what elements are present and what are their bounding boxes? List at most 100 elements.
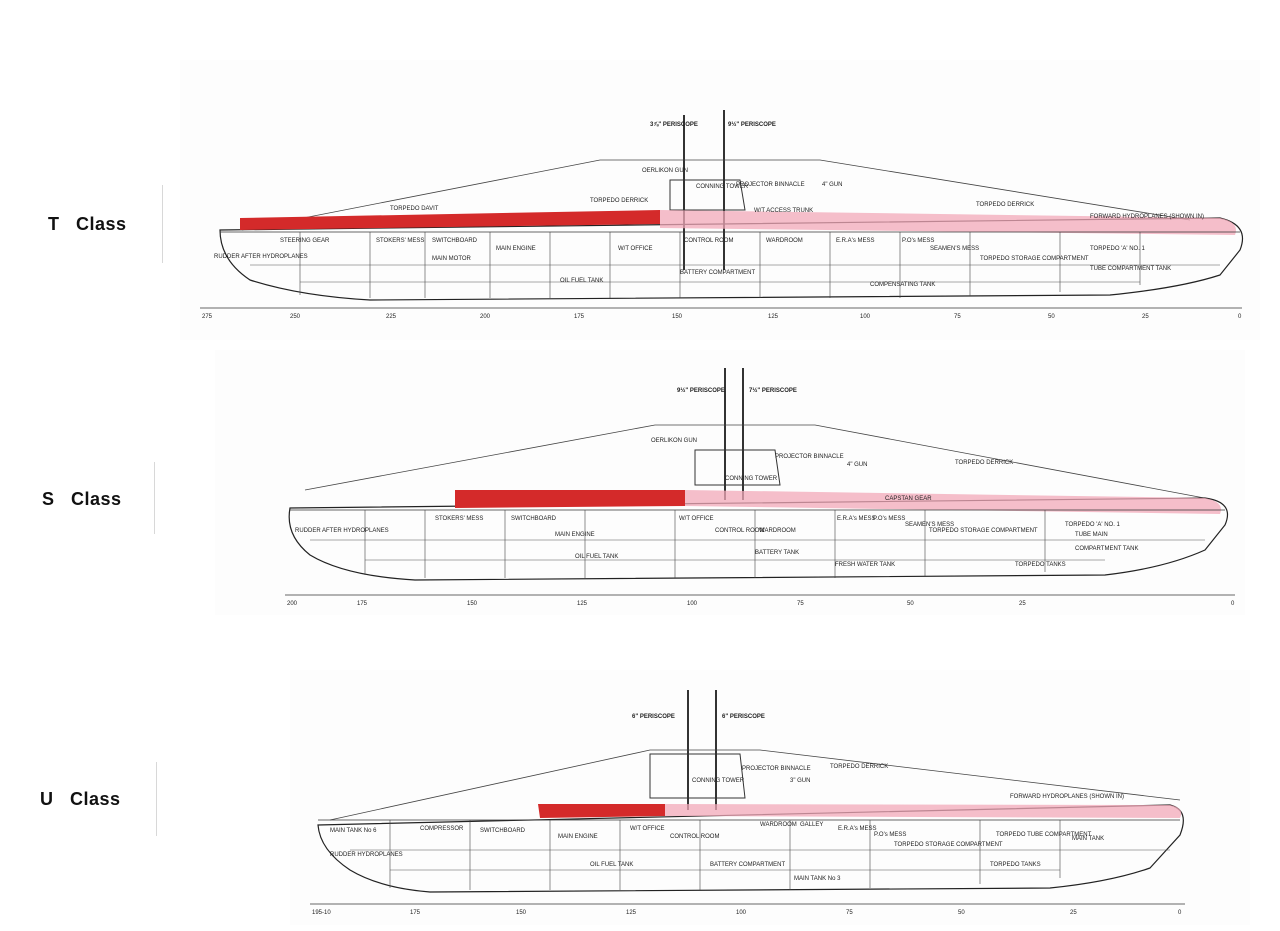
drawing-label: PROJECTOR BINNACLE [742,766,811,772]
drawing-label: P.O's MESS [874,832,906,838]
u-scale-ticks: 195-10 175 150 125 100 75 50 25 0 [312,910,1182,916]
drawing-label: 200 [287,601,298,607]
t-class-profile-drawing: 3⅞" PERISCOPE 9½" PERISCOPE TORPEDO DAVI… [180,60,1260,340]
drawing-label: SWITCHBOARD [432,238,478,244]
drawing-label: GALLEY [800,822,823,828]
drawing-label: CAPSTAN GEAR [885,496,932,502]
u-bridge [649,753,746,799]
drawing-label: E.R.A's MESS [837,516,876,522]
drawing-label: 0 [1231,601,1235,607]
drawing-label: 75 [797,601,804,607]
drawing-label: MAIN ENGINE [558,834,598,840]
drawing-label: 100 [687,601,698,607]
drawing-label: W/T ACCESS TRUNK [754,208,813,214]
drawing-label: OIL FUEL TANK [590,862,633,868]
drawing-label: BATTERY TANK [755,550,799,556]
drawing-label: COMPARTMENT TANK [1075,546,1138,552]
drawing-label: TUBE MAIN [1075,532,1108,538]
drawing-label: 125 [577,601,588,607]
drawing-label: 200 [480,314,491,320]
drawing-label: 50 [907,601,914,607]
drawing-label: SEAMEN'S MESS [930,246,979,252]
drawing-label: 25 [1070,910,1077,916]
drawing-label: 125 [768,314,779,320]
s-scale-ticks: 200 175 150 125 100 75 50 25 0 [287,601,1235,607]
drawing-label: 0 [1238,314,1242,320]
u-class-label: U Class [40,789,121,809]
u-class-label-box [20,762,157,836]
drawing-label: 100 [736,910,747,916]
drawing-label: 150 [672,314,683,320]
drawing-label: TORPEDO STORAGE COMPARTMENT [894,842,1003,848]
t-bridge [669,179,746,211]
drawing-label: W/T OFFICE [630,826,665,832]
drawing-label: 250 [290,314,301,320]
drawing-label: CONTROL ROOM [670,834,719,840]
drawing-label: 9½" PERISCOPE [677,387,725,394]
t-scale-ticks: 275 250 225 200 175 150 125 100 75 50 25… [202,314,1242,320]
drawing-label: E.R.A's MESS [836,238,875,244]
drawing-label: FORWARD HYDROPLANES (SHOWN IN) [1090,214,1204,220]
drawing-label: MAIN TANK No 6 [330,828,377,834]
t-jumping-wire [241,159,1191,231]
drawing-label: PROJECTOR BINNACLE [736,182,805,188]
s-class-sheet [215,350,1245,615]
drawing-label: 150 [516,910,527,916]
drawing-label: 25 [1019,601,1026,607]
drawing-label: 25 [1142,314,1149,320]
drawing-label: 4" GUN [847,462,867,468]
drawing-label: RUDDER AFTER HYDROPLANES [214,254,308,260]
drawing-label: W/T OFFICE [679,516,714,522]
drawing-label: 3" GUN [790,778,810,784]
drawing-label: 0 [1178,910,1182,916]
u-hull [317,804,1184,893]
drawing-label: CONNING TOWER [692,778,745,784]
drawing-label: 175 [574,314,585,320]
drawing-label: WARDROOM [759,528,796,534]
drawing-label: TORPEDO DERRICK [590,198,648,204]
drawing-label: MAIN TANK [1072,836,1104,842]
s-highlight-dark [455,490,685,508]
drawing-label: BATTERY COMPARTMENT [680,270,755,276]
drawing-label: OERLIKON GUN [642,168,688,174]
drawing-label: P.O's MESS [902,238,934,244]
drawing-label: TORPEDO TANKS [990,862,1041,868]
drawing-label: STOKERS' MESS [376,238,424,244]
drawing-label: CONNING TOWER [725,476,778,482]
drawing-label: WARDROOM [766,238,803,244]
drawing-label: P.O's MESS [873,516,905,522]
drawing-label: 150 [467,601,478,607]
drawing-label: TUBE COMPARTMENT TANK [1090,266,1171,272]
drawing-label: TORPEDO STORAGE COMPARTMENT [929,528,1038,534]
drawing-label: 125 [626,910,637,916]
drawing-label: COMPRESSOR [420,826,464,832]
drawing-label: FORWARD HYDROPLANES (SHOWN IN) [1010,794,1124,800]
u-jumping-wire [329,749,1181,821]
drawing-label: 195-10 [312,910,331,916]
drawing-label: 275 [202,314,213,320]
s-jumping-wire [304,424,1216,501]
drawing-label: MAIN MOTOR [432,256,472,262]
drawing-label: TORPEDO TUBE COMPARTMENT [996,832,1092,838]
drawing-label: BATTERY COMPARTMENT [710,862,785,868]
s-highlight-light [685,490,1221,514]
drawing-label: W/T OFFICE [618,246,653,252]
s-hull [288,497,1229,581]
drawing-label: SWITCHBOARD [480,828,526,834]
drawing-label: MAIN ENGINE [496,246,536,252]
drawing-label: OIL FUEL TANK [560,278,603,284]
t-highlight-dark [240,210,660,230]
u-highlight-light [665,804,1182,818]
drawing-label: 4" GUN [822,182,842,188]
drawing-label: TORPEDO 'A' NO. 1 [1065,522,1121,528]
drawing-label: CONNING TOWER [696,184,749,190]
drawing-label: MAIN ENGINE [555,532,595,538]
t-hull [219,217,1244,301]
drawing-label: E.R.A's MESS [838,826,877,832]
drawing-label: TORPEDO 'A' NO. 1 [1090,246,1146,252]
drawing-label: SWITCHBOARD [511,516,557,522]
t-periscope-label-2: 9½" PERISCOPE [728,121,776,128]
drawing-label: 50 [958,910,965,916]
drawing-label: CONTROL ROOM [684,238,733,244]
drawing-label: RUDDER HYDROPLANES [330,852,403,858]
